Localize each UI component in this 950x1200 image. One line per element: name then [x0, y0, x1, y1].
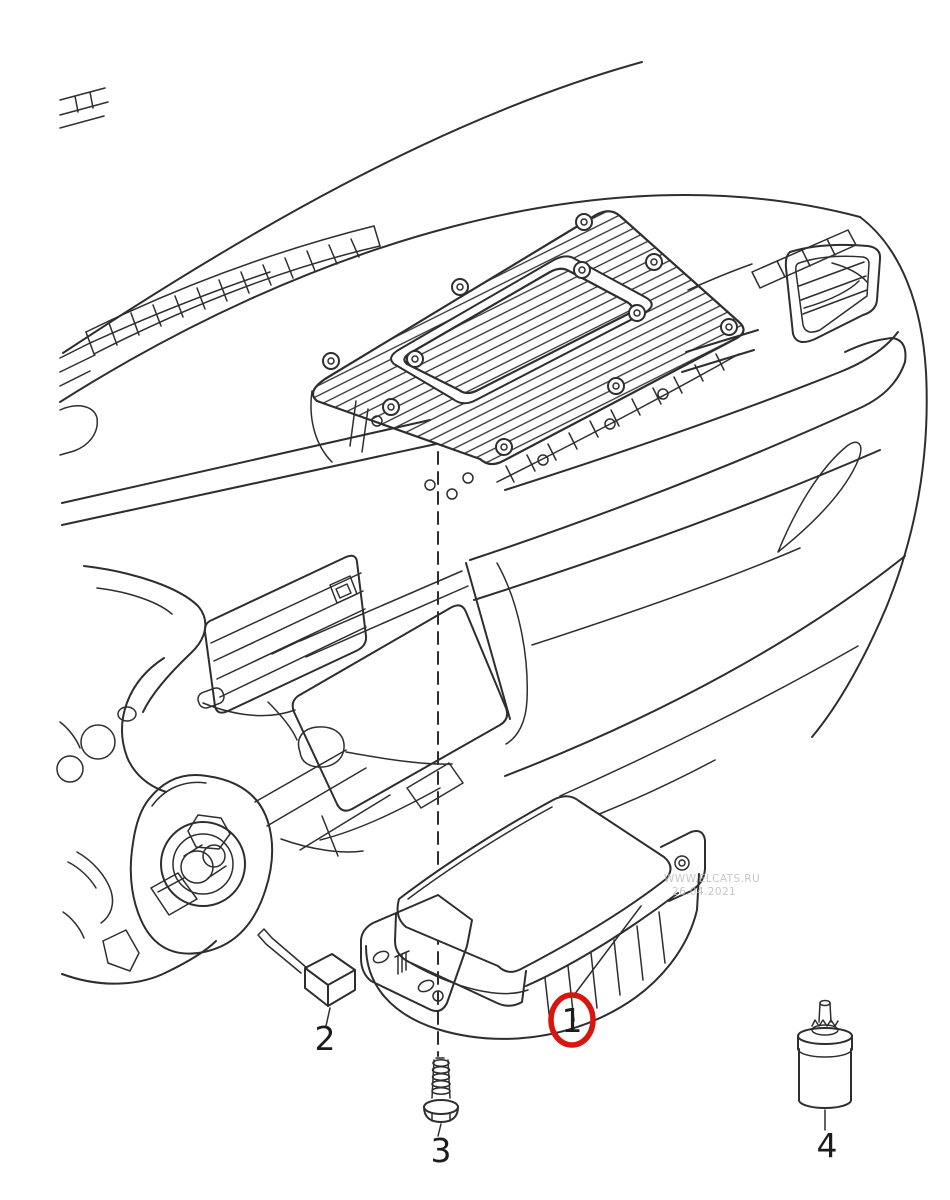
- callout-4[interactable]: 4: [817, 1109, 838, 1165]
- airbag-mounting-plate: [310, 210, 745, 500]
- glovebox: [469, 331, 907, 853]
- callout-1[interactable]: 1: [548, 905, 642, 1048]
- callout-4-number: 4: [817, 1126, 838, 1165]
- watermark: WWW.ELCATS.RU 26.04.2021: [664, 873, 760, 898]
- module-side-tab: [660, 830, 706, 902]
- center-vents: [197, 554, 368, 714]
- defroster-strip-right: [751, 229, 857, 289]
- watermark-line2: 26.04.2021: [672, 886, 736, 898]
- watermark-line1: WWW.ELCATS.RU: [664, 873, 760, 885]
- callout-1-number: 1: [562, 1001, 583, 1040]
- part-adhesive-tube: [797, 999, 853, 1109]
- support-beam: [254, 726, 464, 851]
- defroster-grille: [59, 87, 381, 355]
- callout-2[interactable]: 2: [315, 1007, 336, 1058]
- dashboard-outline: [59, 61, 928, 738]
- steering-wheel-rim: [121, 657, 167, 793]
- part-connector: [257, 928, 356, 1007]
- plate-screws: [322, 213, 738, 456]
- instrument-cluster: [56, 565, 298, 783]
- side-vent-right: [784, 243, 882, 344]
- part-airbag-module: [360, 795, 706, 1040]
- center-stack: [280, 562, 528, 857]
- callout-3-number: 3: [431, 1131, 452, 1170]
- module-mounting-flange: [360, 894, 473, 1012]
- part-screw: [423, 1057, 459, 1123]
- steering-column: [61, 774, 274, 985]
- left-vent: [59, 341, 98, 456]
- callout-3[interactable]: 3: [431, 1123, 452, 1170]
- callout-1-ring: [548, 992, 596, 1048]
- callout-2-number: 2: [315, 1019, 336, 1058]
- plate-bracket-teeth: [310, 353, 740, 500]
